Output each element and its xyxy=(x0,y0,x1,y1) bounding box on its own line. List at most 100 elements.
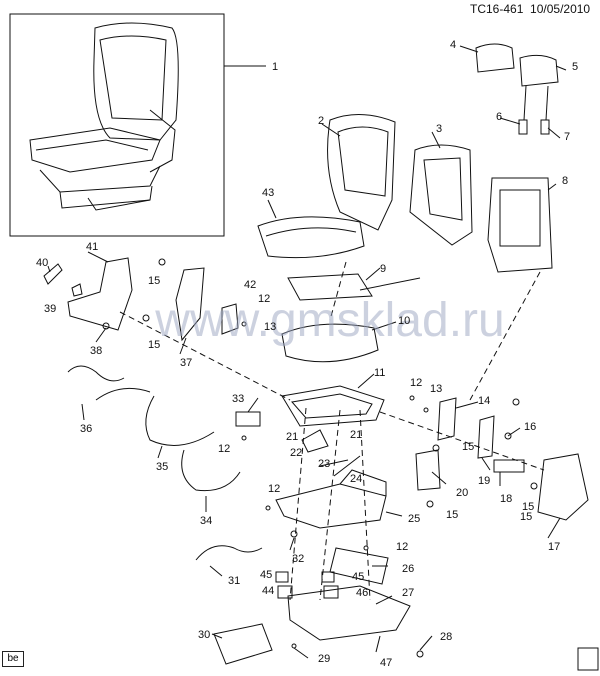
head-restraint xyxy=(519,54,559,87)
callout-24: 24 xyxy=(350,473,362,485)
callout-21: 21 xyxy=(286,431,298,443)
callout-36: 36 xyxy=(80,423,92,435)
callout-42: 42 xyxy=(244,279,256,291)
wiring-harness-35 xyxy=(145,395,215,446)
callout-7: 7 xyxy=(564,131,570,143)
diagram-date: 10/05/2010 xyxy=(530,2,591,16)
recliner-mechanism-left xyxy=(175,267,205,342)
wiring-harness-34 xyxy=(181,449,241,492)
head-restraint-guide-right xyxy=(540,119,550,135)
callout-45: 45 xyxy=(352,571,364,583)
power-seat-switch xyxy=(235,411,261,427)
wiring-harness-36b xyxy=(95,387,151,401)
riser-trim-cover xyxy=(213,623,273,665)
head-restraint-guide-left xyxy=(518,119,528,135)
callout-41: 41 xyxy=(86,241,98,253)
seat-cushion-cover xyxy=(257,216,365,259)
seat-belt-buckle-bracket xyxy=(415,449,441,491)
callout-22: 22 xyxy=(290,447,302,459)
adjuster-shaft xyxy=(333,455,361,477)
callout-5: 5 xyxy=(572,61,578,73)
callout-8: 8 xyxy=(562,175,568,187)
seat-cushion-frame xyxy=(281,385,385,427)
callout-28: 28 xyxy=(440,631,452,643)
assembled-seat-illustration xyxy=(29,22,179,211)
seat-adjuster xyxy=(275,483,387,529)
diagram-header: TC16-461 10/05/2010 xyxy=(470,2,590,16)
callout-25: 25 xyxy=(408,513,420,525)
seat-heater-mat xyxy=(287,273,373,301)
callout-15: 15 xyxy=(462,441,474,453)
callout-14: 14 xyxy=(478,395,490,407)
callout-30: 30 xyxy=(198,629,210,641)
seat-adjuster-motor xyxy=(301,429,329,453)
callout-15: 15 xyxy=(148,339,160,351)
callout-37: 37 xyxy=(180,357,192,369)
callout-13: 13 xyxy=(264,321,276,333)
gm-logo-mark xyxy=(577,647,599,671)
callout-3: 3 xyxy=(436,123,442,135)
callout-26: 26 xyxy=(402,563,414,575)
callout-43: 43 xyxy=(262,187,274,199)
strap-clip xyxy=(71,283,83,297)
callout-21: 21 xyxy=(350,429,362,441)
wiring-harness-36a xyxy=(67,365,125,382)
callout-15: 15 xyxy=(522,501,534,513)
callout-23: 23 xyxy=(318,458,330,470)
callout-13: 13 xyxy=(430,383,442,395)
seat-cushion-pad xyxy=(281,323,379,363)
lumbar-switch xyxy=(493,459,525,473)
recliner-mechanism-inner xyxy=(477,415,495,459)
callout-20: 20 xyxy=(456,487,468,499)
callout-31: 31 xyxy=(228,575,240,587)
seat-riser xyxy=(287,585,411,641)
callout-46: 46 xyxy=(356,587,368,599)
fasteners xyxy=(102,258,538,658)
diagram-id: TC16-461 xyxy=(470,2,524,16)
riser-wiring-harness xyxy=(195,545,263,561)
callout-12: 12 xyxy=(258,293,270,305)
callout-15: 15 xyxy=(520,511,532,523)
callout-12: 12 xyxy=(410,377,422,389)
corner-code: be xyxy=(2,651,24,667)
seatback-frame xyxy=(487,177,553,273)
seatback-cushion xyxy=(327,113,396,231)
callout-44: 44 xyxy=(262,585,274,597)
callout-15: 15 xyxy=(446,509,458,521)
outer-side-shield xyxy=(537,453,589,521)
head-restraint-cover xyxy=(475,43,515,73)
callout-19: 19 xyxy=(478,475,490,487)
callout-17: 17 xyxy=(548,541,560,553)
callout-6: 6 xyxy=(496,111,502,123)
inner-side-shield xyxy=(67,257,133,331)
callout-1: 1 xyxy=(272,61,278,73)
callout-35: 35 xyxy=(156,461,168,473)
callout-15: 15 xyxy=(148,275,160,287)
callout-34: 34 xyxy=(200,515,212,527)
callout-29: 29 xyxy=(318,653,330,665)
recliner-strap xyxy=(43,263,63,285)
leader-lines xyxy=(47,45,567,659)
callout-40: 40 xyxy=(36,257,48,269)
callout-11: 11 xyxy=(374,367,385,379)
callout-4: 4 xyxy=(450,39,456,51)
recliner-mechanism-right xyxy=(437,397,457,441)
callout-39: 39 xyxy=(44,303,56,315)
callout-32: 32 xyxy=(292,553,304,565)
alignment-lines xyxy=(119,261,545,601)
assembled-seat-inset xyxy=(9,13,225,237)
callout-12: 12 xyxy=(396,541,408,553)
callout-12: 12 xyxy=(268,483,280,495)
callout-10: 10 xyxy=(398,315,410,327)
callout-18: 18 xyxy=(500,493,512,505)
watermark-text: www.gmsklad.ru xyxy=(154,294,504,347)
seatback-cover xyxy=(409,144,473,246)
adjuster-cover xyxy=(329,547,389,585)
callout-9: 9 xyxy=(380,263,386,275)
callout-16: 16 xyxy=(524,421,536,433)
callout-45: 45 xyxy=(260,569,272,581)
callout-33: 33 xyxy=(232,393,244,405)
callout-47: 47 xyxy=(380,657,392,669)
callout-numbers: 1234567891011121212121213131415151515151… xyxy=(36,39,578,669)
